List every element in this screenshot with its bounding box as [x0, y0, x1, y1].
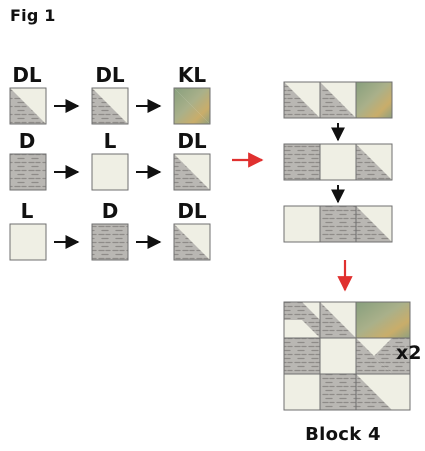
- row3-label-1: L: [20, 199, 34, 223]
- block-caption: Block 4: [305, 424, 381, 445]
- strip-row-1: [283, 81, 393, 119]
- strip-row-2: [283, 143, 393, 181]
- row2-unit-1-d: [9, 153, 47, 191]
- row1-label-1: DL: [12, 63, 42, 87]
- row1-label-3: KL: [177, 63, 207, 87]
- row2-label-1: D: [18, 129, 36, 153]
- row3-unit-3-dl: [173, 223, 211, 261]
- row3-label-2: D: [101, 199, 119, 223]
- row2-label-2: L: [103, 129, 117, 153]
- row1-unit-2-dl: [91, 87, 129, 125]
- final-block: [283, 301, 411, 411]
- row1-label-2: DL: [95, 63, 125, 87]
- row3-label-3: DL: [177, 199, 207, 223]
- figure-title: Fig 1: [10, 6, 56, 25]
- row3-unit-2-d: [91, 223, 129, 261]
- strip-row-3: [283, 205, 393, 243]
- row2-unit-3-dl: [173, 153, 211, 191]
- row2-label-3: DL: [177, 129, 207, 153]
- block-multiplier: x2: [396, 342, 422, 364]
- row2-unit-2-l: [91, 153, 129, 191]
- row1-unit-1-dl: [9, 87, 47, 125]
- row3-unit-1-l: [9, 223, 47, 261]
- row1-unit-3-kl: [173, 87, 211, 125]
